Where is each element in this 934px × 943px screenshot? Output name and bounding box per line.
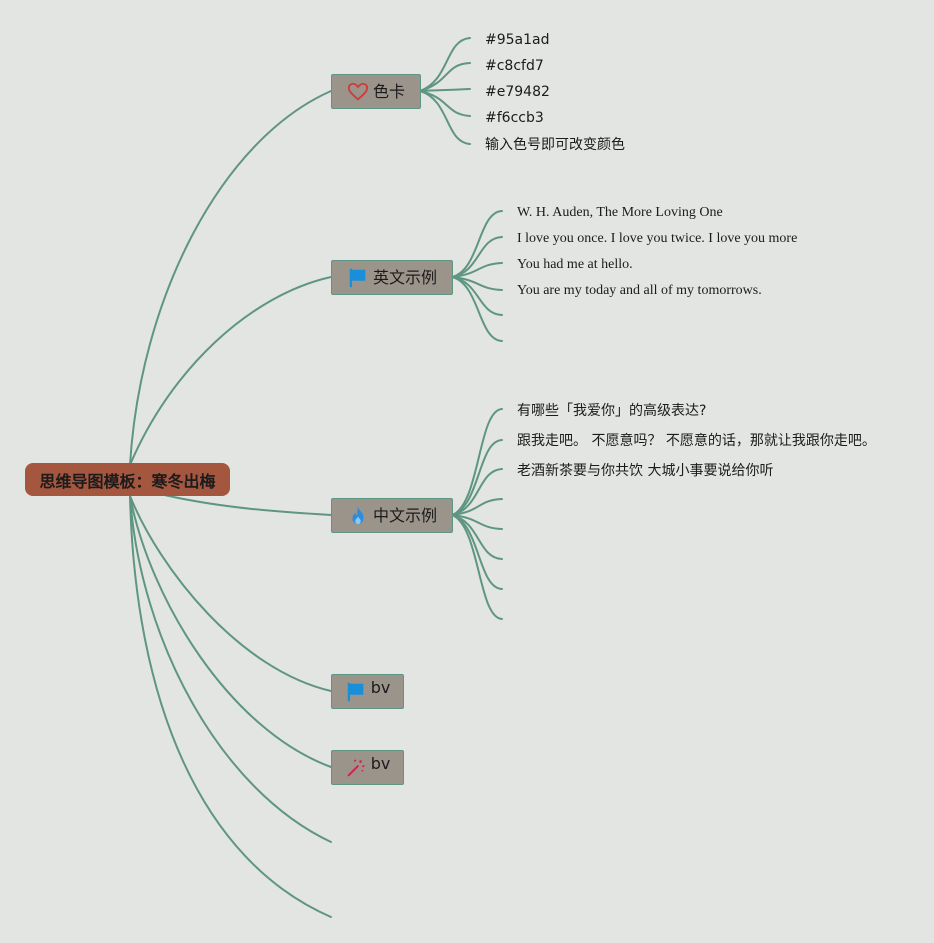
- leaf-color-5[interactable]: 输入色号即可改变颜色: [485, 137, 625, 153]
- link-english-leaf-6: [451, 276, 503, 342]
- branch-bv-wand[interactable]: bv: [331, 750, 404, 785]
- link-chinese-leaf-1: [451, 408, 503, 516]
- link-root-empty1: [129, 495, 332, 843]
- link-root-bv1: [129, 495, 332, 692]
- link-color-leaf-5: [419, 90, 471, 145]
- branch-color-card[interactable]: 色卡: [331, 74, 421, 109]
- link-root-color: [129, 90, 332, 466]
- leaf-english-2[interactable]: I love you once. I love you twice. I lov…: [517, 231, 798, 246]
- leaf-color-1[interactable]: #95a1ad: [485, 32, 550, 48]
- link-color-leaf-2: [419, 62, 471, 92]
- leaf-color-4[interactable]: #f6ccb3: [485, 110, 544, 126]
- branch-label: 色卡: [372, 81, 405, 101]
- branch-label: bv: [370, 677, 391, 697]
- link-root-english: [129, 276, 332, 466]
- link-chinese-leaf-7: [451, 514, 503, 590]
- leaf-color-3[interactable]: #e79482: [485, 84, 550, 100]
- flag-icon: [347, 267, 369, 289]
- branch-label: bv: [370, 753, 391, 773]
- link-english-leaf-5: [451, 276, 503, 316]
- leaf-chinese-2[interactable]: 跟我走吧。 不愿意吗？ 不愿意的话，那就让我跟你走吧。: [517, 433, 876, 449]
- link-english-leaf-1: [451, 210, 503, 278]
- heart-icon: [347, 81, 369, 103]
- branch-english-examples[interactable]: 英文示例: [331, 260, 453, 295]
- leaf-english-1[interactable]: W. H. Auden, The More Loving One: [517, 205, 723, 220]
- root-topic[interactable]: 思维导图模板：寒冬出梅: [25, 463, 230, 496]
- leaf-english-4[interactable]: You are my today and all of my tomorrows…: [517, 283, 762, 298]
- magic-wand-icon: [345, 757, 367, 779]
- link-color-leaf-1: [419, 37, 471, 92]
- link-root-chinese: [159, 493, 332, 516]
- link-root-bv2: [129, 495, 332, 768]
- link-chinese-leaf-8: [451, 514, 503, 620]
- root-topic-label: 思维导图模板：寒冬出梅: [39, 471, 216, 491]
- link-english-leaf-3: [451, 262, 503, 278]
- branch-label: 英文示例: [372, 267, 437, 287]
- link-chinese-leaf-6: [451, 514, 503, 560]
- branch-chinese-examples[interactable]: 中文示例: [331, 498, 453, 533]
- branch-bv-flag[interactable]: bv: [331, 674, 404, 709]
- link-chinese-leaf-3: [451, 468, 503, 516]
- flag-icon: [345, 681, 367, 703]
- branch-label: 中文示例: [372, 505, 437, 525]
- fire-icon: [347, 505, 369, 527]
- link-color-leaf-3: [419, 88, 471, 92]
- link-root-empty2: [129, 495, 332, 918]
- leaf-color-2[interactable]: #c8cfd7: [485, 58, 544, 74]
- leaf-english-3[interactable]: You had me at hello.: [517, 257, 633, 272]
- leaf-chinese-1[interactable]: 有哪些「我爱你」的高级表达?: [517, 403, 707, 419]
- link-chinese-leaf-5: [451, 514, 503, 530]
- link-english-leaf-2: [451, 236, 503, 278]
- link-chinese-leaf-2: [451, 439, 503, 516]
- leaf-chinese-3[interactable]: 老酒新茶要与你共饮 大城小事要说给你听: [517, 463, 774, 479]
- link-chinese-leaf-4: [451, 498, 503, 516]
